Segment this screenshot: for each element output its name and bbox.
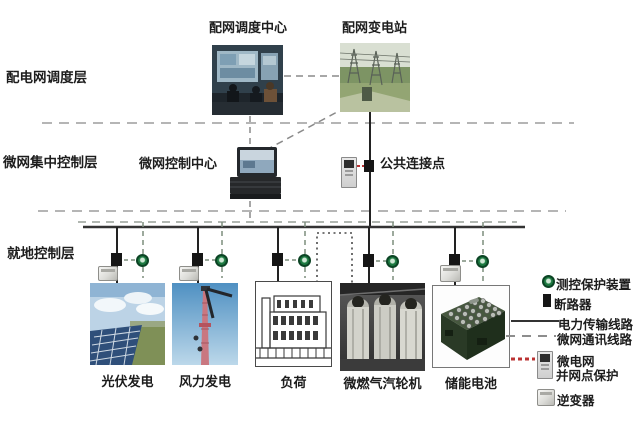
- substation-photo: [340, 43, 410, 112]
- layer-label-local: 就地控制层: [7, 246, 75, 261]
- pcc-protection-device-icon: [341, 157, 357, 188]
- unit-label-battery: 储能电池: [444, 376, 497, 391]
- breaker-icon: [363, 254, 374, 267]
- breaker-icon: [192, 253, 203, 266]
- unit-label-wind: 风力发电: [178, 374, 231, 389]
- pv-photo: [90, 283, 165, 365]
- pcc-protection-line-icon: [511, 357, 535, 361]
- dispatch-center-photo: [212, 45, 283, 115]
- measure-protect-device-icon: [542, 275, 555, 288]
- layer-label-central: 微网集中控制层: [3, 155, 98, 170]
- legend-label-breaker: 断路器: [554, 298, 592, 312]
- wind-photo: [172, 283, 238, 365]
- breaker-icon: [449, 254, 460, 267]
- load-photo: [255, 281, 332, 367]
- substation-label: 配网变电站: [342, 20, 408, 35]
- comm-line-icon: [506, 335, 556, 337]
- pcc-protection-icon: [537, 351, 553, 379]
- inverter-icon: [98, 266, 118, 281]
- legend-label-pcc-protection-1: 微电网: [557, 355, 595, 369]
- breaker-icon: [272, 253, 283, 266]
- breaker-icon: [111, 253, 122, 266]
- measure-protect-device-icon: [298, 254, 311, 267]
- measure-protect-device-icon: [476, 255, 489, 268]
- dispatch-center-label: 配网调度中心: [209, 20, 288, 35]
- legend-label-inverter: 逆变器: [557, 394, 595, 408]
- legend-label-comm-line: 微网通讯线路: [557, 333, 633, 347]
- unit-label-pv: 光伏发电: [101, 374, 154, 389]
- unit-label-turbine: 微燃气汽轮机: [343, 376, 422, 391]
- inverter-icon: [440, 265, 461, 282]
- breaker-icon: [543, 294, 551, 307]
- control-center-photo: [228, 147, 283, 200]
- inverter-icon: [537, 389, 555, 406]
- legend-label-power-line: 电力传输线路: [558, 318, 634, 332]
- layer-label-dispatch: 配电网调度层: [6, 70, 87, 85]
- measure-protect-device-icon: [215, 254, 228, 267]
- inverter-icon: [179, 266, 199, 281]
- legend-label-measure-protect: 测控保护装置: [556, 278, 632, 292]
- turbine-photo: [340, 283, 425, 371]
- unit-label-load: 负荷: [280, 375, 307, 390]
- control-center-label: 微网控制中心: [139, 156, 218, 171]
- pcc-label: 公共连接点: [380, 156, 446, 171]
- measure-protect-device-icon: [136, 254, 149, 267]
- battery-photo: [432, 285, 510, 368]
- power-line-icon: [511, 320, 559, 322]
- pcc-breaker-icon: [364, 160, 374, 172]
- legend-label-pcc-protection-2: 并网点保护: [556, 369, 619, 383]
- measure-protect-device-icon: [386, 255, 399, 268]
